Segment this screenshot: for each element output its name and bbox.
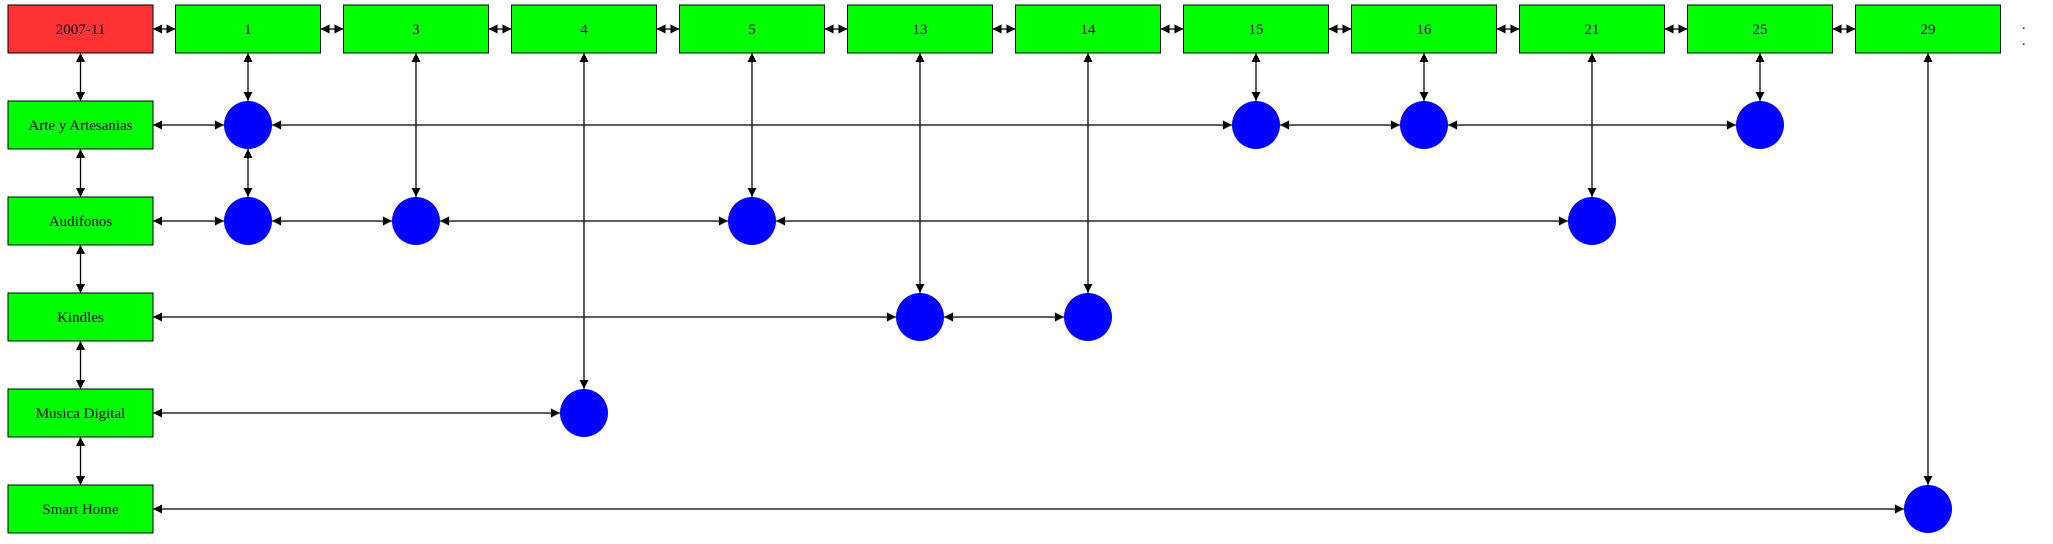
- column-header-15-box: [1183, 4, 1329, 54]
- column-header-3-label: 3: [412, 22, 420, 38]
- column-header-14-label: 14: [1081, 22, 1097, 38]
- column-header-21[interactable]: 21: [1519, 4, 1665, 54]
- row-label-3-box: [7, 388, 154, 438]
- node-row4-col29[interactable]: [1904, 485, 1952, 533]
- column-header-4-label: 4: [580, 22, 588, 38]
- row-label-3[interactable]: Musica Digital: [7, 388, 154, 438]
- node-row0-col15[interactable]: [1232, 101, 1280, 149]
- row-label-4-label: Smart Home: [42, 502, 119, 518]
- column-header-25-box: [1687, 4, 1833, 54]
- root-period-box[interactable]: 2007-11: [7, 4, 154, 54]
- node-row1-col21[interactable]: [1568, 197, 1616, 245]
- column-header-21-label: 21: [1585, 22, 1600, 38]
- column-header-5[interactable]: 5: [679, 4, 825, 54]
- root-period-box-box: [7, 4, 154, 54]
- row-label-1-label: Audifonos: [49, 214, 112, 230]
- row-label-2-label: Kindles: [57, 310, 104, 326]
- column-header-16-label: 16: [1417, 22, 1433, 38]
- column-header-13[interactable]: 13: [847, 4, 993, 54]
- column-header-13-label: 13: [913, 22, 928, 38]
- column-header-5-label: 5: [748, 22, 756, 38]
- row-label-0-box: [7, 100, 154, 150]
- column-header-4[interactable]: 4: [511, 4, 657, 54]
- row-label-0-label: Arte y Artesanias: [28, 118, 132, 134]
- row-label-4[interactable]: Smart Home: [7, 484, 154, 534]
- column-header-15[interactable]: 15: [1183, 4, 1329, 54]
- column-header-21-box: [1519, 4, 1665, 54]
- node-row2-col14[interactable]: [1064, 293, 1112, 341]
- node-row2-col13[interactable]: [896, 293, 944, 341]
- column-header-5-box: [679, 4, 825, 54]
- column-header-25[interactable]: 25: [1687, 4, 1833, 54]
- row-label-2-box: [7, 292, 154, 342]
- column-header-25-label: 25: [1753, 22, 1768, 38]
- column-header-14[interactable]: 14: [1015, 4, 1161, 54]
- row-label-1[interactable]: Audifonos: [7, 196, 154, 246]
- node-row1-col3[interactable]: [392, 197, 440, 245]
- column-header-29-label: 29: [1921, 22, 1936, 38]
- column-header-3-box: [343, 4, 489, 54]
- node-row0-col25[interactable]: [1736, 101, 1784, 149]
- node-row0-col16[interactable]: [1400, 101, 1448, 149]
- row-label-0[interactable]: Arte y Artesanias: [7, 100, 154, 150]
- node-row1-col5[interactable]: [728, 197, 776, 245]
- row-label-1-box: [7, 196, 154, 246]
- column-header-4-box: [511, 4, 657, 54]
- root-period-box-label: 2007-11: [56, 22, 105, 38]
- trailing-mark: . .: [2022, 18, 2036, 49]
- column-header-13-box: [847, 4, 993, 54]
- column-header-15-label: 15: [1249, 22, 1264, 38]
- node-row3-col4[interactable]: [560, 389, 608, 437]
- column-header-14-box: [1015, 4, 1161, 54]
- node-row0-col1[interactable]: [224, 101, 272, 149]
- column-header-1[interactable]: 1: [175, 4, 321, 54]
- column-header-29[interactable]: 29: [1855, 4, 2001, 54]
- column-header-3[interactable]: 3: [343, 4, 489, 54]
- column-header-1-box: [175, 4, 321, 54]
- column-header-16[interactable]: 16: [1351, 4, 1497, 54]
- row-label-4-box: [7, 484, 154, 534]
- row-label-3-label: Musica Digital: [36, 406, 126, 422]
- column-header-16-box: [1351, 4, 1497, 54]
- row-label-2[interactable]: Kindles: [7, 292, 154, 342]
- column-header-29-box: [1855, 4, 2001, 54]
- node-row1-col1[interactable]: [224, 197, 272, 245]
- column-header-1-label: 1: [244, 22, 252, 38]
